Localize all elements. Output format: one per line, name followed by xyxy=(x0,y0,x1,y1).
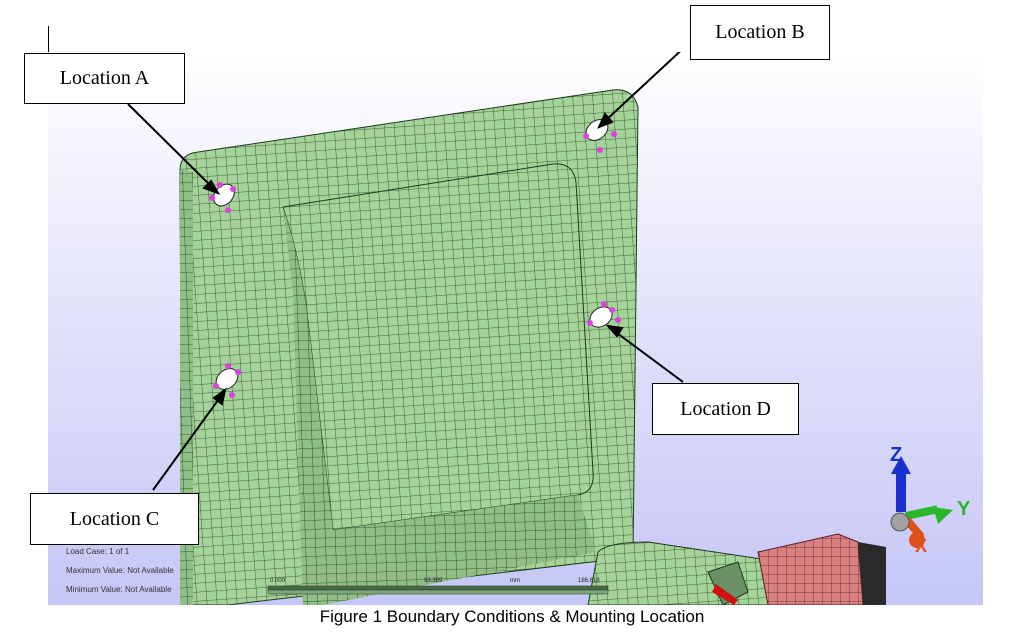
scale-start: 0.000 xyxy=(270,578,286,584)
callout-location-c: Location C xyxy=(30,493,199,545)
mesh-model[interactable] xyxy=(48,52,983,605)
y-axis-label: Y xyxy=(957,498,971,520)
red-slot xyxy=(712,584,738,605)
fea-viewport[interactable]: Load Case: 1 of 1 Maximum Value: Not Ava… xyxy=(48,52,983,605)
max-value-label: Maximum Value: Not Available xyxy=(66,566,174,575)
scale-unit: mm xyxy=(510,578,520,584)
z-axis-label: Z xyxy=(890,444,903,466)
callout-location-d: Location D xyxy=(652,383,799,435)
constraint-markers xyxy=(209,119,621,398)
load-case-label: Load Case: 1 of 1 xyxy=(66,547,130,556)
margin-marker xyxy=(48,26,49,52)
scale-bar xyxy=(267,585,609,595)
scale-end: 186.618 xyxy=(578,578,600,584)
callout-arrows xyxy=(127,52,684,491)
callout-location-b: Location B xyxy=(690,5,830,60)
x-axis-label: X xyxy=(915,536,928,556)
axis-triad xyxy=(890,456,953,548)
scale-mid: 93.309 xyxy=(424,578,443,584)
raised-boss xyxy=(282,163,594,531)
callout-location-a: Location A xyxy=(24,53,185,104)
hole-a xyxy=(213,183,235,207)
min-value-label: Minimum Value: Not Available xyxy=(66,585,172,594)
base-plate xyxy=(587,541,784,605)
dark-block xyxy=(858,542,886,605)
boss-side xyxy=(283,207,333,605)
red-block xyxy=(757,533,864,605)
figure-caption: Figure 1 Boundary Conditions & Mounting … xyxy=(319,607,705,626)
boss-bottom xyxy=(323,495,596,605)
